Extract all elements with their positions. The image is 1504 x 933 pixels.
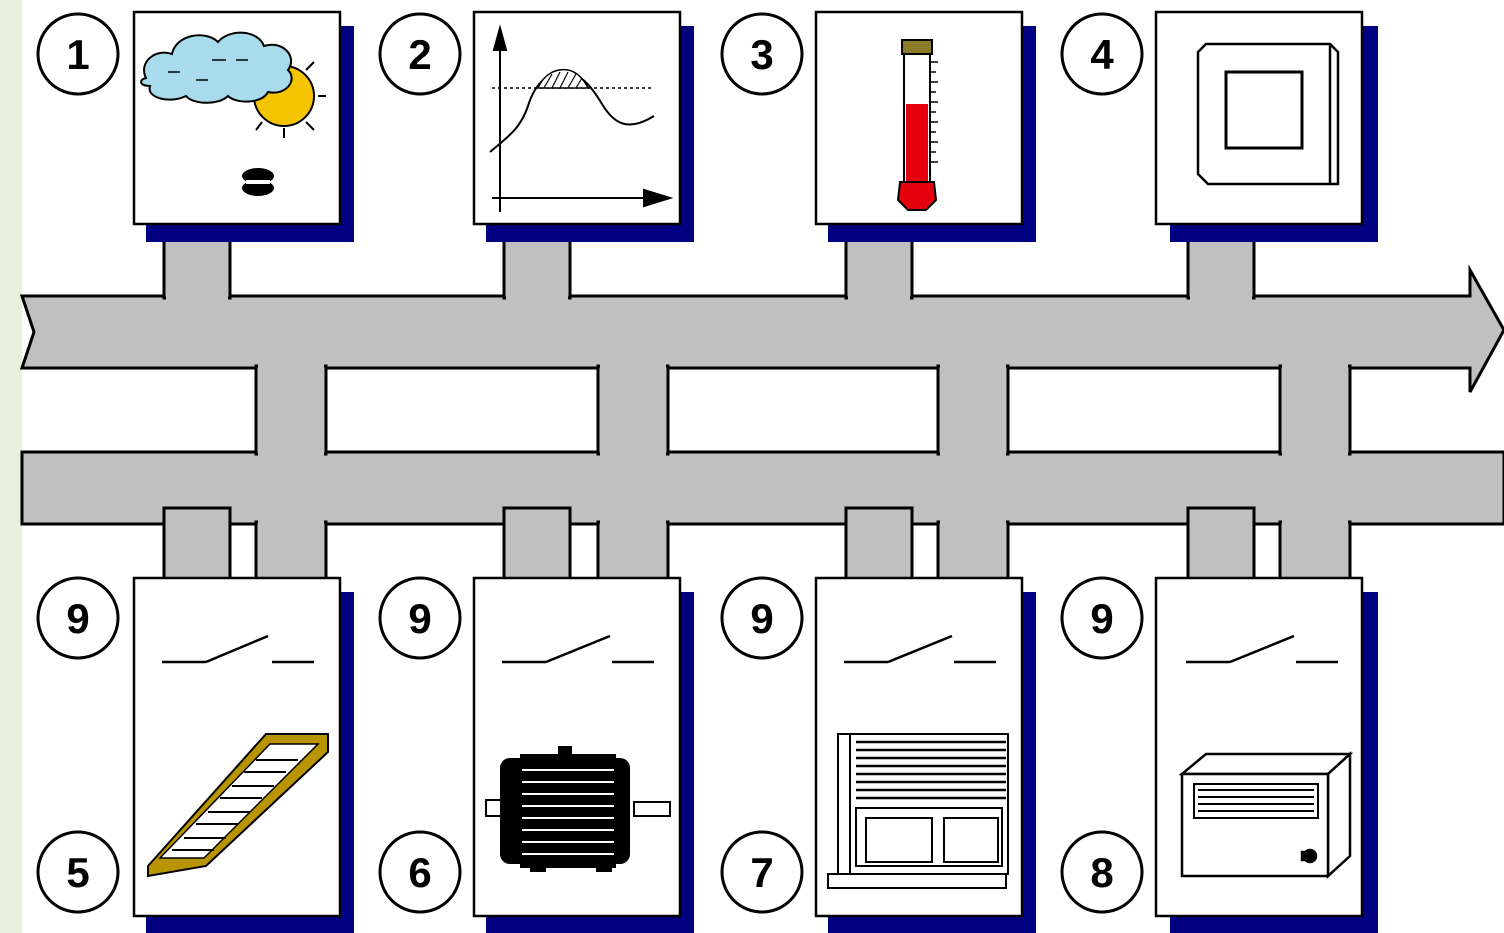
switch-contact-icon xyxy=(162,634,314,664)
svg-text:5: 5 xyxy=(66,849,89,896)
switch-contact-icon xyxy=(844,634,996,664)
wall-panel-icon xyxy=(1196,42,1340,186)
weather-sensor-icon xyxy=(140,31,326,196)
top-number-1: 1 xyxy=(36,12,120,96)
svg-text:7: 7 xyxy=(750,849,773,896)
switch-contact-icon xyxy=(502,634,654,664)
svg-text:9: 9 xyxy=(750,595,773,642)
svg-text:9: 9 xyxy=(408,595,431,642)
bottom-number-8: 8 xyxy=(1060,830,1144,914)
thermometer-icon xyxy=(896,39,938,211)
heater-unit-icon xyxy=(1178,751,1354,879)
device-card-7 xyxy=(814,576,1036,933)
svg-text:6: 6 xyxy=(408,849,431,896)
top-number-3: 3 xyxy=(720,12,804,96)
switch-contact-icon xyxy=(1186,634,1338,664)
device-card-2 xyxy=(472,10,694,242)
device-card-4 xyxy=(1154,10,1378,242)
power-bus xyxy=(20,450,1504,526)
device-card-1 xyxy=(132,10,354,242)
svg-text:9: 9 xyxy=(66,595,89,642)
switch-number-8: 9 xyxy=(1060,576,1144,660)
light-fixture-icon xyxy=(147,733,329,878)
device-card-5 xyxy=(132,576,354,933)
svg-text:2: 2 xyxy=(408,31,431,78)
switch-number-5: 9 xyxy=(36,576,120,660)
svg-text:9: 9 xyxy=(1090,595,1113,642)
device-card-3 xyxy=(814,10,1036,242)
svg-text:1: 1 xyxy=(66,31,89,78)
device-card-8 xyxy=(1154,576,1378,933)
top-number-2: 2 xyxy=(378,12,462,96)
bottom-number-5: 5 xyxy=(36,830,120,914)
svg-text:8: 8 xyxy=(1090,849,1113,896)
bottom-number-7: 7 xyxy=(720,830,804,914)
top-number-4: 4 xyxy=(1060,12,1144,96)
data-bus-arrow xyxy=(19,264,1504,393)
left-background-strip xyxy=(0,0,22,933)
trend-graph-icon xyxy=(489,24,674,212)
bus-crossings xyxy=(254,364,1352,584)
electric-motor-icon xyxy=(485,746,671,872)
switch-number-6: 9 xyxy=(378,576,462,660)
svg-text:3: 3 xyxy=(750,31,773,78)
device-card-6 xyxy=(472,576,694,933)
svg-text:4: 4 xyxy=(1090,31,1114,78)
bottom-number-6: 6 xyxy=(378,830,462,914)
switch-number-7: 9 xyxy=(720,576,804,660)
window-blind-icon xyxy=(827,733,1009,889)
